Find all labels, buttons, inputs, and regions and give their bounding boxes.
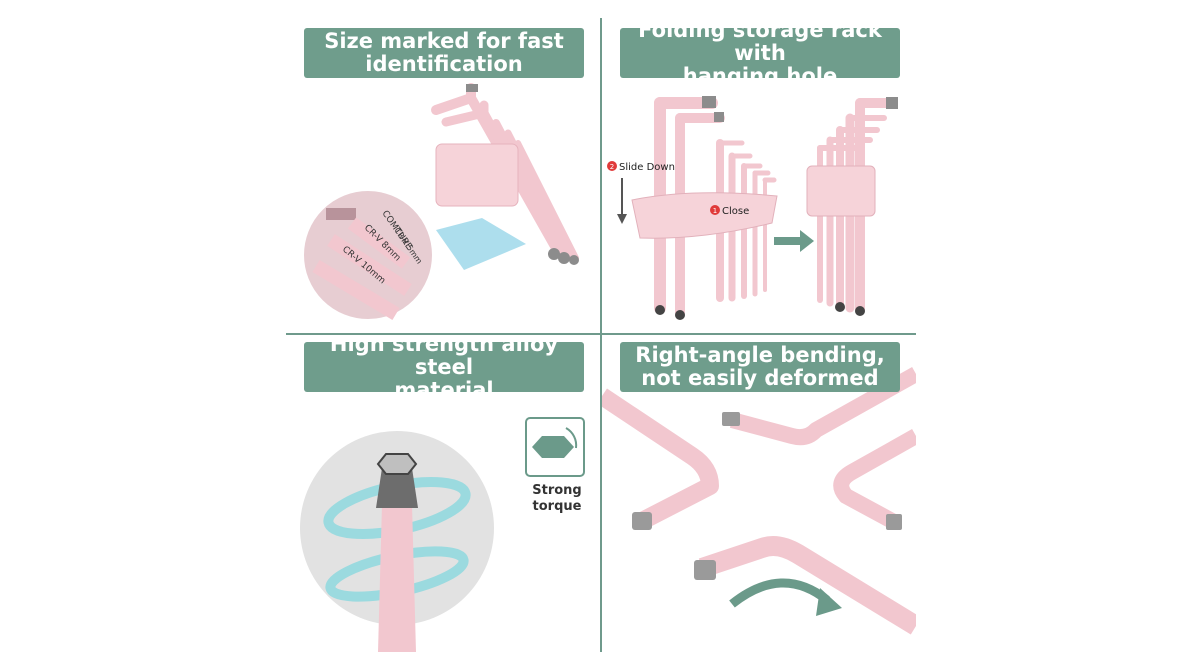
title-line-1: Right-angle bending, (635, 343, 885, 367)
key-tip-1 (632, 512, 652, 530)
step-2-number: 2 (610, 163, 614, 171)
bent-key-1 (602, 388, 719, 530)
closed-holder (806, 165, 876, 217)
steel-closeup-illustration: Strong torque (300, 417, 585, 652)
bent-key-2 (729, 367, 916, 446)
panel-right-angle: Right-angle bending, not easily deformed (602, 336, 916, 652)
key-tip-2 (722, 412, 740, 426)
panel-alloy-steel: High strength alloy steel material Stron… (286, 336, 599, 652)
title-line-2: hanging hole (682, 63, 838, 88)
step-1-marker (710, 205, 720, 215)
hex-ball-end (376, 468, 418, 508)
panel-title: Size marked for fast identification (304, 28, 584, 78)
bent-keys-illustration (602, 367, 916, 635)
title-line-1: Folding storage rack with (638, 18, 882, 65)
panel-title: Right-angle bending, not easily deformed (620, 342, 900, 392)
title-line-2: not easily deformed (641, 366, 879, 390)
step-2-label: Slide Down (619, 162, 675, 173)
panel-title: Folding storage rack with hanging hole (620, 18, 900, 87)
hex-shaft (378, 504, 416, 652)
transition-arrow (774, 237, 802, 245)
title-line-1: High strength alloy steel (329, 336, 559, 379)
horizontal-divider (286, 333, 916, 335)
panel-folding-rack: Folding storage rack with hanging hole 2… (602, 18, 916, 332)
badge-line-2: torque (533, 499, 582, 514)
title-line-2: material (394, 377, 494, 402)
rack-illustration: 2 Slide Down 1 Close (607, 96, 898, 320)
title-line-1: Size marked for fast (324, 29, 564, 53)
hex-key-set-illustration: COMTURE CR-V 8mm CR-V 10mm CR-V 5mm (300, 83, 579, 323)
bend-arrow (729, 578, 830, 608)
key-tip-3 (886, 514, 902, 530)
badge-line-1: Strong (532, 483, 581, 498)
bent-key-4 (698, 536, 916, 635)
panel-size-marked: Size marked for fast identification COMT… (286, 18, 599, 332)
open-holder (631, 192, 778, 239)
bent-key-3 (833, 429, 916, 530)
step-1-number: 1 (713, 207, 717, 215)
hex-key-set (431, 83, 579, 265)
step-1-label: Close (722, 206, 749, 217)
vertical-divider (600, 18, 602, 652)
step-2-marker (607, 161, 617, 171)
holder-rack (435, 143, 519, 207)
panel-title: High strength alloy steel material (304, 336, 584, 401)
zoom-connector (436, 218, 526, 270)
title-line-2: identification (365, 52, 523, 76)
key-tip-4 (694, 560, 716, 580)
